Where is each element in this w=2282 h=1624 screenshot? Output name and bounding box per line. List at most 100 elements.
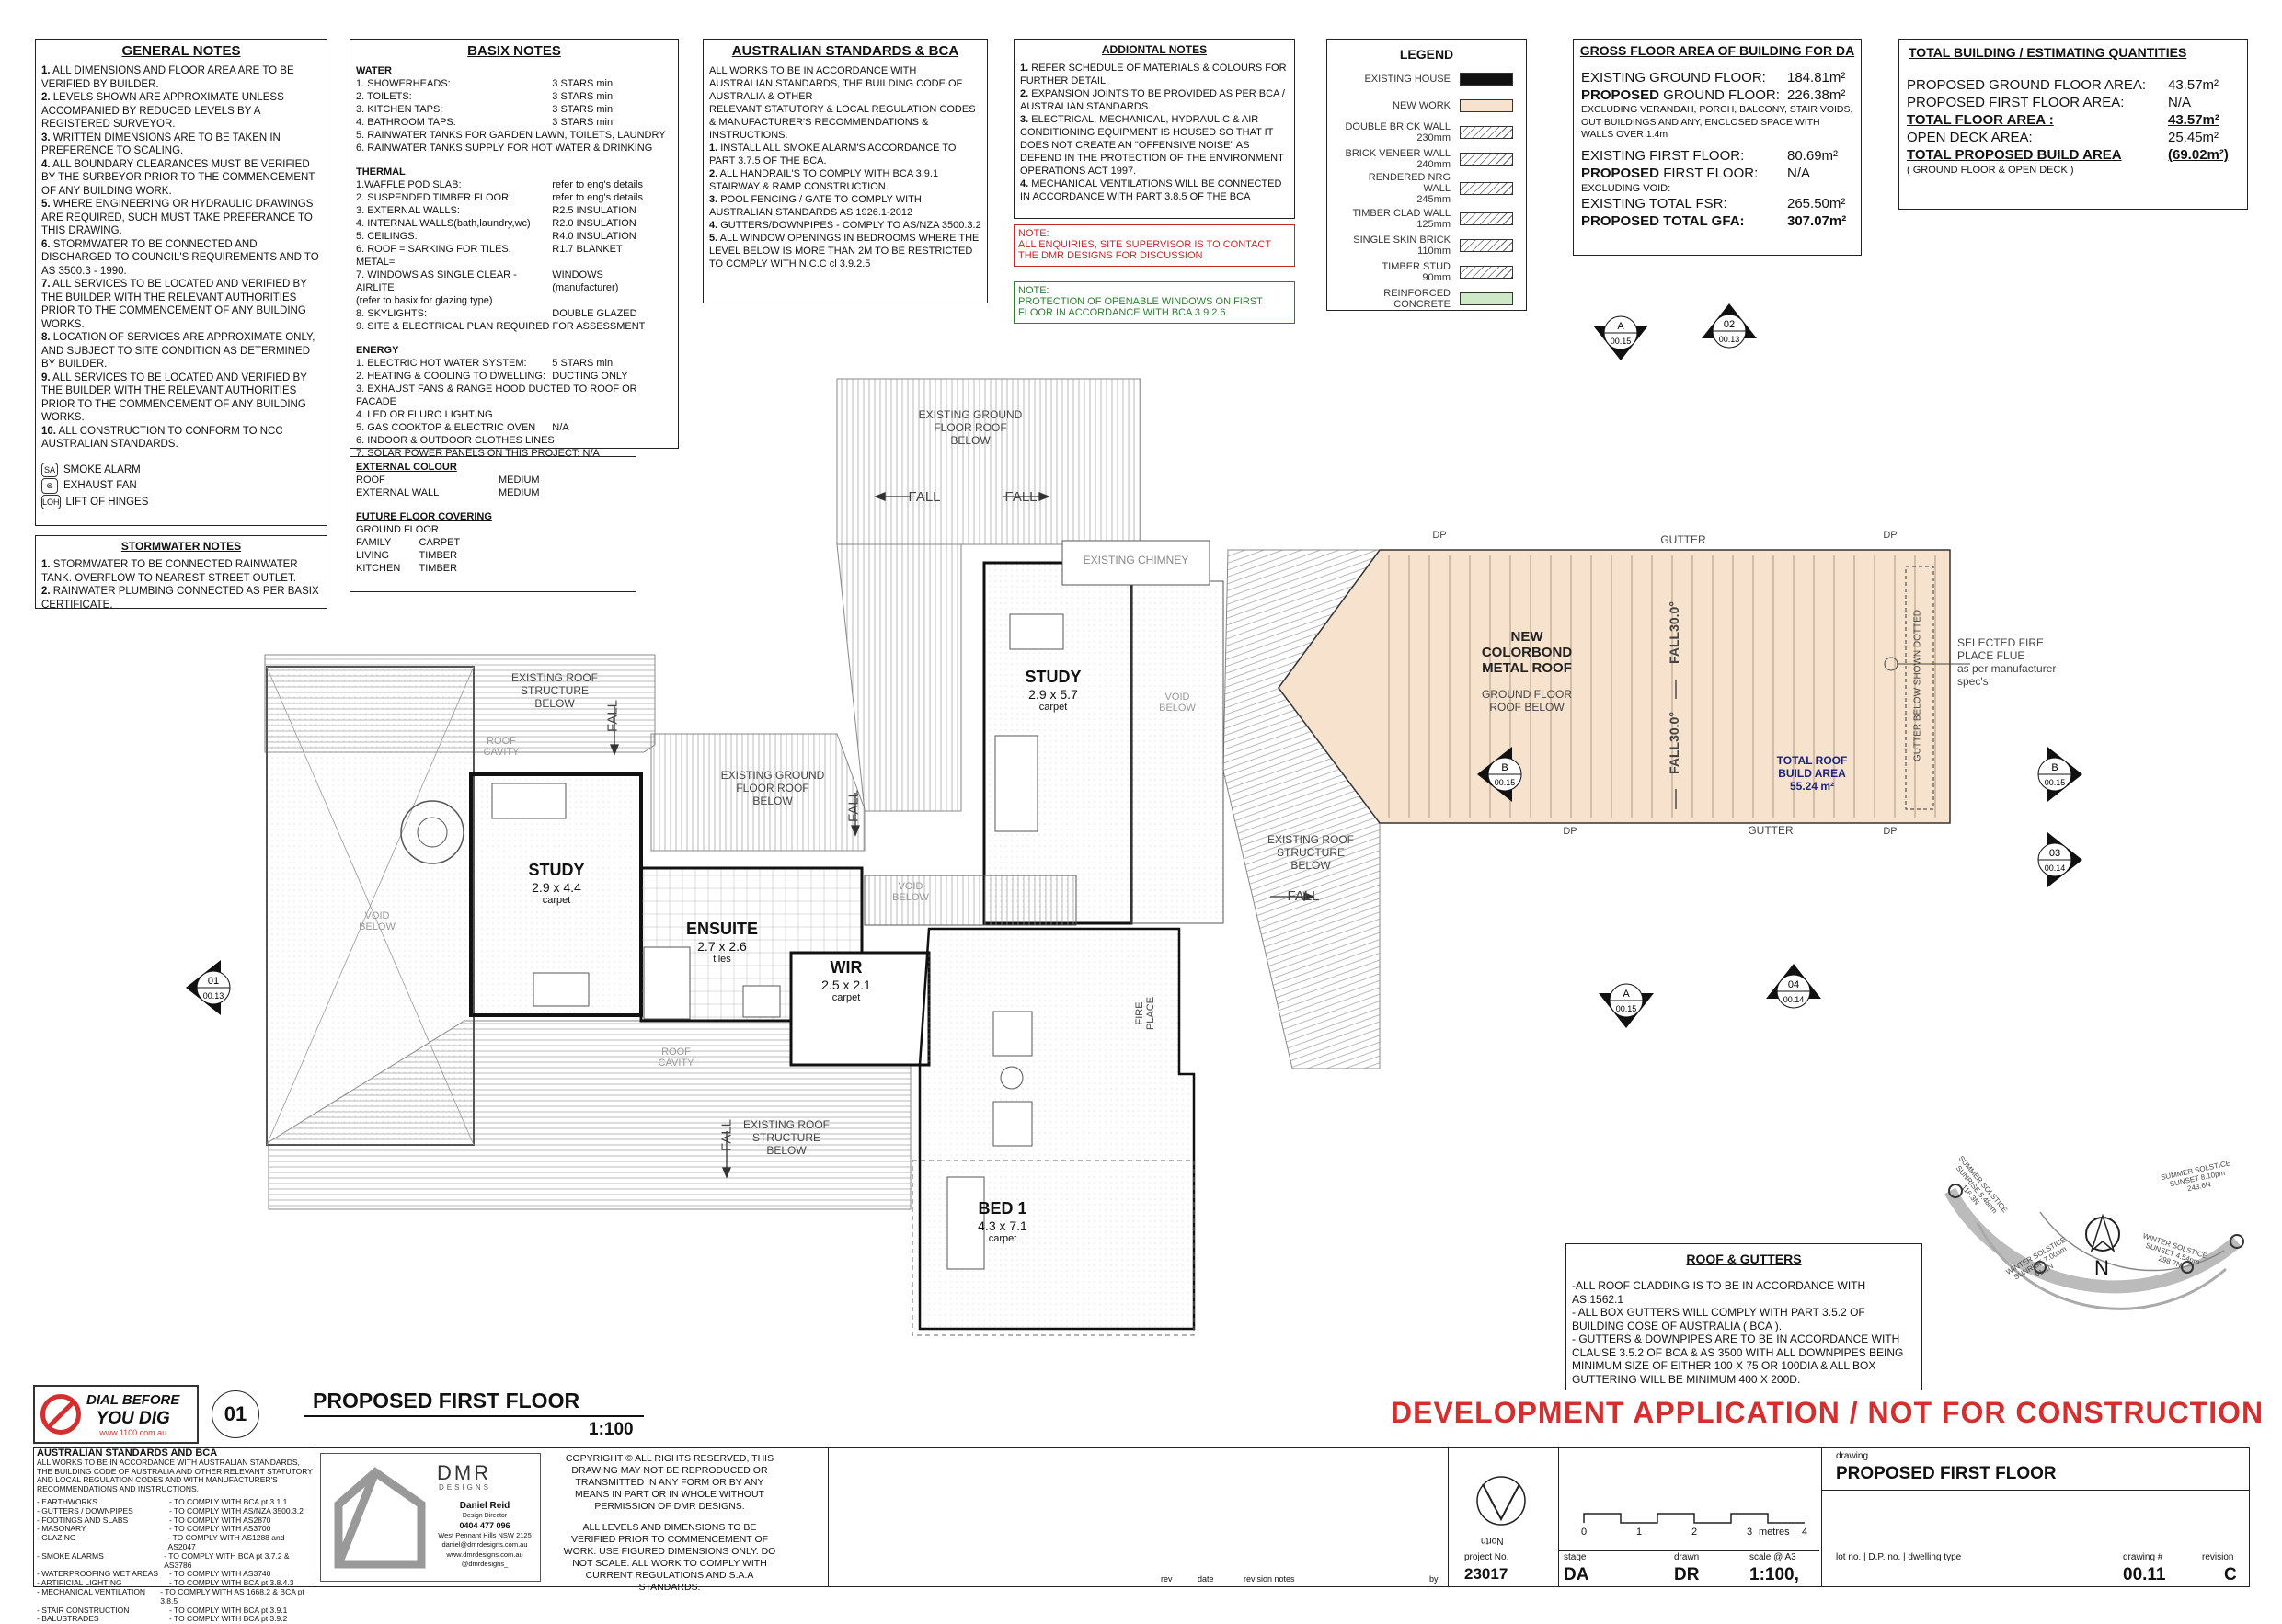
tb-handle: @dmrdesigns_ bbox=[461, 1560, 509, 1568]
basix-row: 4. BATHROOM TAPS:3 STARS min bbox=[356, 116, 672, 129]
legend-swatch bbox=[1460, 212, 1513, 225]
tb-drawing-no-label: drawing # bbox=[2123, 1552, 2163, 1562]
std-value: - TO COMPLY WITH AS1288 and AS2047 bbox=[167, 1533, 285, 1551]
note-item: 4. MECHANICAL VENTILATIONS WILL BE CONNE… bbox=[1020, 178, 1282, 202]
room-study1: STUDY 2.9 x 5.7 carpet bbox=[993, 668, 1113, 713]
dbyd-icon bbox=[40, 1394, 81, 1435]
note-item: 3. WRITTEN DIMENSIONS ARE TO BE TAKEN IN… bbox=[41, 132, 281, 157]
std-value: - TO COMPLY WITH BCA pt 3.9.1 bbox=[169, 1605, 288, 1615]
room-ensuite-dim: 2.7 x 2.6 bbox=[697, 939, 747, 954]
section-marker-id: 03 bbox=[2049, 848, 2060, 859]
room-ensuite-name: ENSUITE bbox=[685, 920, 758, 938]
legend-item-label: DOUBLE BRICK WALL 230mm bbox=[1345, 120, 1451, 143]
tb-scale-3: 3 bbox=[1747, 1527, 1753, 1538]
legend-item: RENDERED NRG WALL 245mm bbox=[1327, 172, 1526, 205]
tb-project-no: 23017 bbox=[1464, 1565, 1508, 1583]
basix-water-title: WATER bbox=[356, 65, 392, 76]
gfa-existing-ground: 184.81m² bbox=[1787, 70, 1846, 86]
quantity-value: N/A bbox=[2168, 95, 2192, 110]
basix-row: 3. EXTERNAL WALLS:R2.5 INSULATION bbox=[356, 204, 672, 217]
tb-drawing-label: drawing bbox=[1836, 1451, 1869, 1461]
room-study1-name: STUDY bbox=[1025, 668, 1082, 686]
room-wir-dim: 2.5 x 2.1 bbox=[821, 978, 871, 992]
room-ensuite: ENSUITE 2.7 x 2.6 tiles bbox=[662, 920, 782, 965]
dbyd-logo: DIAL BEFORE YOU DIG www.1100.com.au bbox=[33, 1385, 199, 1444]
note-number: 4. bbox=[41, 158, 51, 170]
stormwater-notes-list: 1. STORMWATER TO BE CONNECTED RAINWATER … bbox=[36, 558, 327, 612]
dmr-logo-icon bbox=[334, 1467, 426, 1569]
note-number: 4. bbox=[709, 220, 718, 231]
tb-scale-1: 1 bbox=[1636, 1527, 1643, 1538]
label-gutter-below: GUTTER BELOW SHOWN DOTTED bbox=[1912, 610, 1923, 761]
std-item: - GUTTERS / DOWNPIPES bbox=[37, 1505, 133, 1515]
quantity-label: PROPOSED FIRST FLOOR AREA: bbox=[1907, 95, 2125, 110]
std-item: - WATERPROOFING WET AREAS bbox=[37, 1569, 159, 1579]
legend-swatch bbox=[1460, 125, 1513, 139]
existing-roof-top bbox=[836, 378, 1141, 545]
room-wir: WIR 2.5 x 2.1 carpet bbox=[800, 958, 892, 1003]
note-item: 3. POOL FENCING / GATE TO COMPLY WITH AU… bbox=[709, 194, 922, 218]
roof-ribs bbox=[1388, 555, 1936, 818]
roof-gutter-item: - ALL BOX GUTTERS WILL COMPLY WITH PART … bbox=[1572, 1306, 1865, 1332]
note-item: 8. LOCATION OF SERVICES ARE APPROXIMATE … bbox=[41, 332, 315, 370]
label-roof-area: TOTAL ROOF BUILD AREA 55.24 m² bbox=[1776, 754, 1848, 793]
legend-item: EXISTING HOUSE bbox=[1327, 65, 1526, 92]
std-item: - ARTIFICIAL LIGHTING bbox=[37, 1578, 122, 1588]
section-marker-sheet: 00.15 bbox=[1611, 337, 1632, 346]
legend-row: ⊗EXHAUST FAN bbox=[41, 478, 321, 494]
section-marker-id: 02 bbox=[1724, 319, 1735, 330]
note-number: 5. bbox=[41, 199, 51, 210]
legend-item: BRICK VENEER WALL 240mm bbox=[1327, 145, 1526, 172]
tb-email: daniel@dmrdesigns.com.au bbox=[441, 1540, 528, 1549]
section-marker-id: 01 bbox=[208, 976, 219, 987]
legend-item-label: TIMBER STUD 90mm bbox=[1382, 260, 1451, 283]
legend-item: SINGLE SKIN BRICK 110mm bbox=[1327, 232, 1526, 258]
basix-value: 3 STARS min bbox=[552, 104, 614, 115]
existing-chimney bbox=[1061, 540, 1210, 586]
basix-item: 4. BATHROOM TAPS: bbox=[356, 117, 456, 128]
section-marker-id: 04 bbox=[1788, 979, 1799, 990]
label-fall-2: FALL bbox=[1004, 489, 1038, 505]
legend-title: LEGEND bbox=[1399, 47, 1454, 62]
legend-item-label: TIMBER CLAD WALL 125mm bbox=[1352, 207, 1451, 230]
section-marker: A00.15 bbox=[1599, 983, 1654, 1028]
tb-drawing-name: PROPOSED FIRST FLOOR bbox=[1836, 1464, 2057, 1483]
tb-rev-notes-label: revision notes bbox=[1244, 1574, 1295, 1584]
note-number: 1. bbox=[1020, 63, 1029, 74]
legend-swatch bbox=[1460, 292, 1513, 305]
colour-value: MEDIUM bbox=[498, 487, 540, 498]
section-marker-id: B bbox=[2051, 762, 2058, 773]
dev-app-banner: DEVELOPMENT APPLICATION / NOT FOR CONSTR… bbox=[1391, 1396, 2265, 1429]
label-fire-place: FIRE PLACE bbox=[1134, 996, 1156, 1031]
solar-diagram bbox=[1944, 1184, 2244, 1310]
std-value: - TO COMPLY WITH BCA pt 3.7.2 & AS3786 bbox=[164, 1550, 290, 1570]
tb-north-word: North bbox=[1481, 1536, 1504, 1546]
basix-value: R1.7 BLANKET bbox=[552, 244, 623, 255]
label-new-roof: NEW COLORBOND METAL ROOF bbox=[1481, 629, 1573, 676]
tb-company-name: DMR bbox=[437, 1461, 492, 1484]
basix-line: 4. LED OR FLURO LIGHTING bbox=[356, 409, 493, 420]
label-new-roof-sub: GROUND FLOOR ROOF BELOW bbox=[1481, 688, 1572, 714]
label-dp-2: DP bbox=[1883, 530, 1898, 541]
section-marker-id: A bbox=[1617, 321, 1624, 332]
basix-row: 6. ROOF = SARKING FOR TILES, METAL=R1.7 … bbox=[356, 243, 672, 269]
basix-row: 5. CEILINGS:R4.0 INSULATION bbox=[356, 230, 672, 243]
std-item: - MECHANICAL VENTILATION bbox=[37, 1586, 146, 1596]
tb-stage: DA bbox=[1564, 1565, 1589, 1584]
gfa-proposed-word: PROPOSED bbox=[1581, 87, 1660, 103]
aus-standards-title: AUSTRALIAN STANDARDS & BCA bbox=[731, 43, 959, 59]
note-number: 4. bbox=[1020, 178, 1029, 189]
floor-room: LIVING bbox=[356, 550, 390, 561]
section-marker-sheet: 00.13 bbox=[203, 991, 224, 1001]
note-item: RELEVANT STATUTORY & LOCAL REGULATION CO… bbox=[709, 104, 976, 141]
tb-by-label: by bbox=[1429, 1574, 1439, 1584]
gfa-fsr: 265.50m² bbox=[1787, 195, 1846, 212]
room-wir-fin: carpet bbox=[831, 992, 861, 1003]
additional-notes-panel: ADDIONTAL NOTES 1. REFER SCHEDULE OF MAT… bbox=[1014, 39, 1295, 219]
basix-energy-title: ENERGY bbox=[356, 345, 399, 356]
label-fall30-bot: FALL30.0° bbox=[1667, 712, 1681, 774]
stair bbox=[864, 875, 1077, 926]
